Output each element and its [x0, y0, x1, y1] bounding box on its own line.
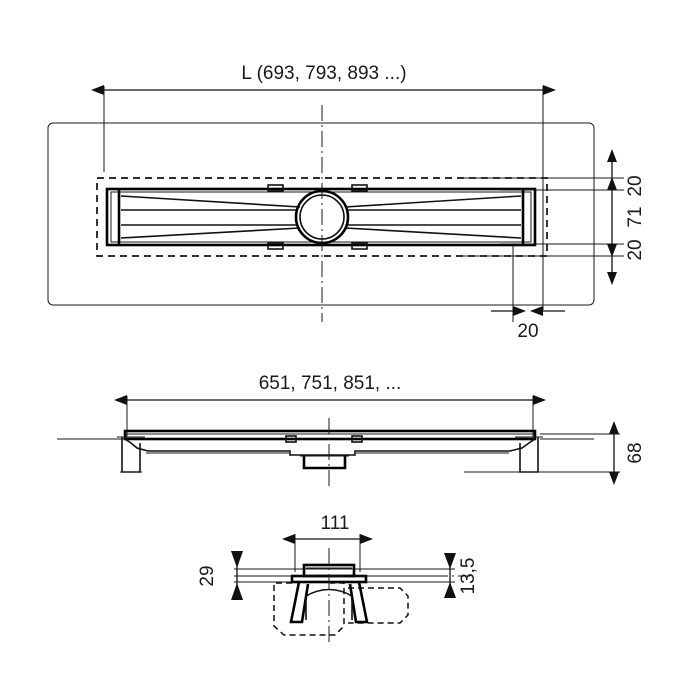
plan-fixing-clip-bottom-right: [351, 242, 368, 250]
section-left-height-label-29: 29: [197, 565, 218, 586]
section-right-leg: [348, 581, 369, 624]
section-view-group: 111: [197, 513, 479, 645]
plan-vdim-label-middle-71: 71: [625, 206, 646, 227]
plan-channel-body: [105, 187, 537, 247]
plan-fixing-clip-bottom-left: [267, 242, 284, 250]
section-left-dim-arrow-top: [231, 551, 243, 568]
elevation-drain-boss: [302, 455, 347, 470]
section-width-label-111: 111: [321, 513, 350, 534]
plan-slope-line-bottom-right: [344, 227, 522, 239]
plan-vdim-label-bottom-20: 20: [625, 239, 646, 260]
plan-view-group: L (693, 793, 893 ...): [47, 63, 646, 342]
section-right-height-label-13-5: 13,5: [458, 558, 479, 595]
section-siphon-outline: [273, 582, 345, 636]
section-left-dim-arrow-bottom: [231, 583, 243, 600]
elevation-height-label-68: 68: [625, 442, 646, 463]
plan-overall-length-label: L (693, 793, 893 ...): [241, 63, 406, 84]
plan-slope-line-top-left: [120, 195, 301, 208]
elevation-bracket-tab-left: [285, 435, 297, 443]
elevation-view-group: 651, 751, 851, ...: [57, 373, 646, 487]
plan-slope-line-bottom-left: [120, 227, 301, 239]
elevation-length-label: 651, 751, 851, ...: [259, 373, 402, 394]
plan-edge-offset-label-20: 20: [517, 321, 538, 342]
plan-vdim-label-top-20: 20: [625, 175, 646, 196]
elevation-bracket-tab-right: [351, 435, 363, 443]
plan-slope-line-top-right: [344, 195, 522, 208]
plan-fixing-clip-top-right: [351, 184, 368, 192]
plan-outer-plate: [47, 122, 595, 306]
elevation-top-flange: [123, 429, 537, 441]
section-right-dim-arrow-bottom: [444, 582, 456, 598]
section-left-leg: [289, 581, 310, 624]
section-outlet-pipe-outline: [348, 587, 409, 624]
elevation-channel-underside: [124, 438, 536, 456]
plan-fixing-clip-top-left: [267, 184, 284, 192]
section-right-dim-arrow-top: [444, 553, 456, 569]
